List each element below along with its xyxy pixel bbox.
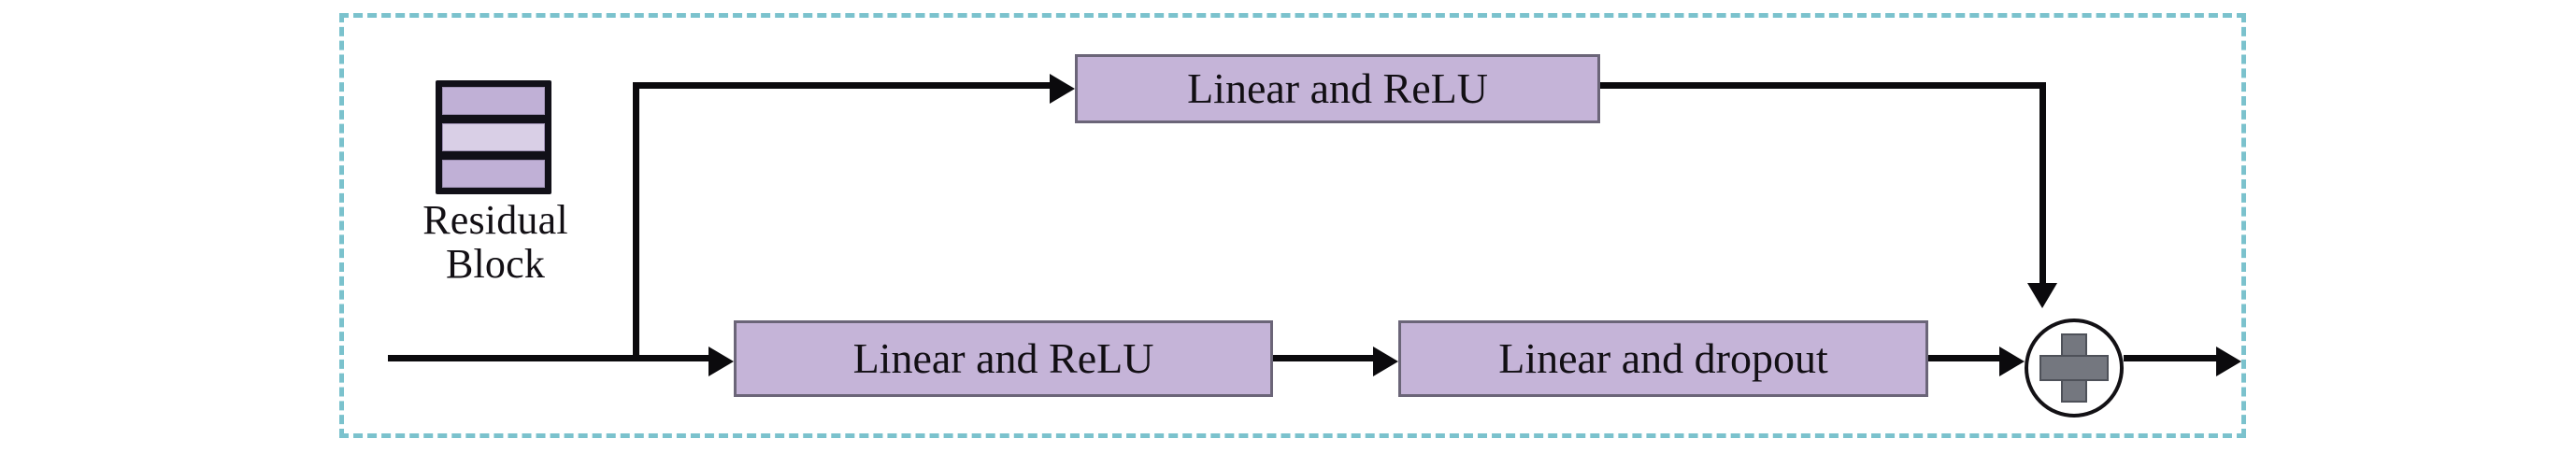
plus-center [2063, 357, 2085, 379]
arrowhead-into-bottom-relu [708, 347, 734, 376]
arrowhead-into-sum-top [2027, 283, 2057, 308]
edge-branch-riser [633, 82, 639, 361]
residual-block-label: Residual Block [355, 198, 636, 286]
arrowhead-output [2216, 347, 2241, 376]
edge-sum-to-output [2124, 355, 2216, 361]
edge-input-to-branch [388, 355, 638, 361]
edge-top-box-to-corner [1600, 82, 2046, 89]
node-linear-and-relu-skip[interactable]: Linear and ReLU [1075, 54, 1600, 123]
node-linear-and-relu-main[interactable]: Linear and ReLU [734, 320, 1273, 397]
residual-block-label-line1: Residual [422, 197, 568, 243]
icon-stripe-middle [442, 123, 545, 151]
edge-relu-to-dropout [1273, 355, 1373, 361]
node-linear-and-dropout[interactable]: Linear and dropout [1398, 320, 1928, 397]
edge-dropout-to-sum [1928, 355, 1999, 361]
edge-branch-to-top-box [633, 82, 1050, 89]
edge-branch-to-bottom-box [633, 355, 708, 361]
icon-stripe-top [442, 87, 545, 115]
edge-corner-down-to-sum [2039, 82, 2046, 283]
residual-block-icon [436, 80, 551, 194]
residual-block-dashed-boundary [339, 13, 2246, 438]
icon-stripe-bottom [442, 160, 545, 188]
arrowhead-into-sum-left [1999, 347, 2025, 376]
sum-node-plus-icon[interactable] [2025, 319, 2124, 418]
arrowhead-into-dropout [1373, 347, 1398, 376]
arrowhead-into-top-box [1050, 74, 1075, 104]
residual-block-label-line2: Block [445, 241, 546, 288]
